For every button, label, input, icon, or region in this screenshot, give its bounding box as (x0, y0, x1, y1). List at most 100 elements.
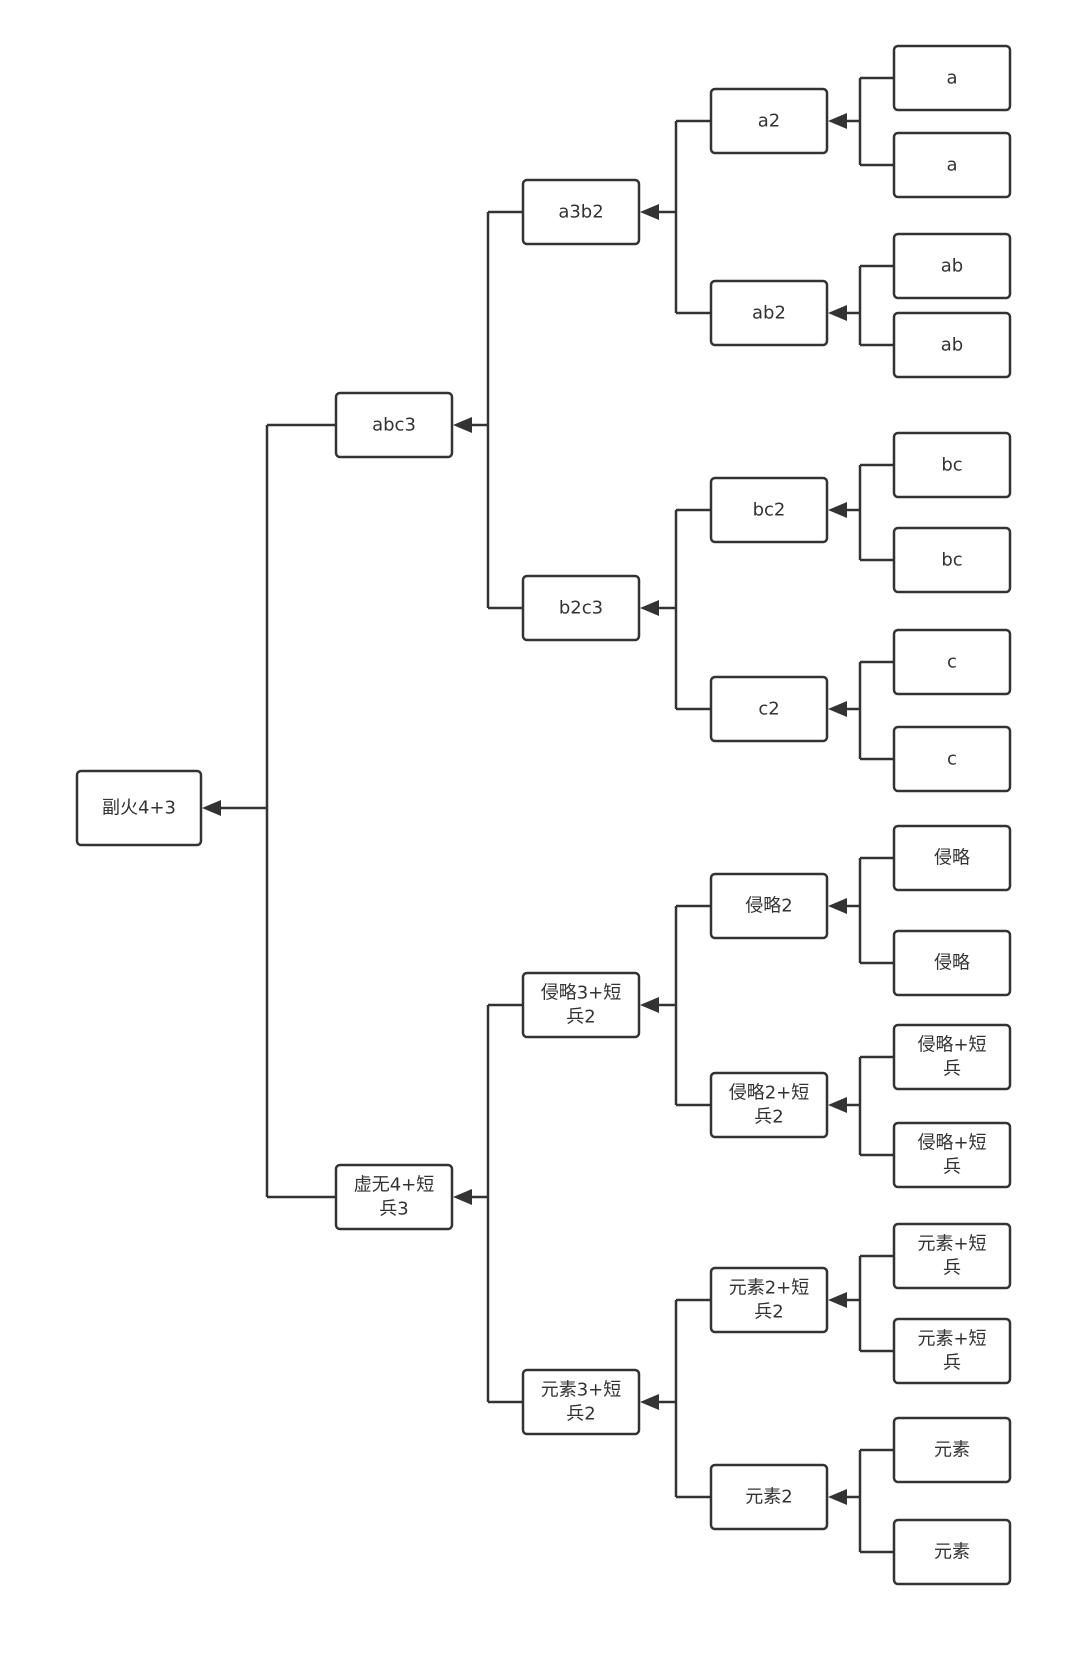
node-label: 兵2 (566, 1007, 595, 1028)
tree-node: 侵略2 (709, 872, 829, 940)
connector (828, 856, 894, 965)
node-label: 兵2 (754, 1107, 783, 1128)
node-label: c (947, 652, 957, 673)
tree-node: a2 (709, 87, 829, 155)
node-box (334, 1163, 454, 1231)
node-label: 侵略2+短 (729, 1083, 810, 1104)
tree-node: ab (892, 311, 1012, 379)
arrowhead (828, 701, 847, 717)
node-label: b2c3 (559, 598, 603, 619)
arrowhead (828, 502, 847, 518)
node-label: 侵略3+短 (541, 983, 622, 1004)
tree-node: c2 (709, 675, 829, 743)
node-box (709, 872, 829, 940)
arrowhead (828, 1489, 847, 1505)
tree-node: 元素3+短兵2 (521, 1368, 641, 1436)
tree-node: c (892, 725, 1012, 793)
connectors (202, 76, 894, 1554)
node-box (892, 929, 1012, 997)
node-label: a (946, 68, 957, 89)
tree-node: 元素 (892, 1416, 1012, 1484)
node-box (892, 232, 1012, 300)
connector (828, 76, 894, 167)
node-label: 元素2+短 (729, 1278, 810, 1299)
node-box (892, 1518, 1012, 1586)
node-label: ab2 (752, 303, 786, 324)
tree-node: 侵略+短兵 (892, 1023, 1012, 1091)
node-label: bc2 (753, 500, 786, 521)
node-box (709, 1266, 829, 1334)
connector (640, 904, 711, 1107)
arrowhead (828, 1097, 847, 1113)
tree-node: 元素+短兵 (892, 1317, 1012, 1385)
connector (828, 1055, 894, 1157)
connector (828, 463, 894, 562)
tree-node: 元素 (892, 1518, 1012, 1586)
connector (828, 1448, 894, 1554)
arrowhead (640, 997, 659, 1013)
tree-node: 元素+短兵 (892, 1222, 1012, 1290)
node-label: 元素 (934, 1440, 970, 1461)
node-label: 兵 (943, 1157, 961, 1178)
node-label: ab (941, 335, 963, 356)
connector (828, 264, 894, 347)
node-box (892, 725, 1012, 793)
node-box (892, 44, 1012, 112)
arrowhead (640, 204, 659, 220)
tree-node: 元素2 (709, 1463, 829, 1531)
node-label: c (947, 749, 957, 770)
arrowhead (640, 600, 659, 616)
tree-node: bc (892, 431, 1012, 499)
connector (640, 119, 711, 315)
tree-node: a3b2 (521, 178, 641, 246)
node-label: 元素2 (745, 1487, 792, 1508)
node-label: 元素+短 (917, 1234, 986, 1255)
arrowhead (202, 800, 221, 816)
node-label: a2 (758, 111, 780, 132)
node-box (709, 87, 829, 155)
node-label: 侵略+短 (917, 1133, 986, 1154)
node-label: 兵 (943, 1353, 961, 1374)
node-box (709, 476, 829, 544)
node-box (75, 769, 203, 847)
node-label: 虚无4+短 (354, 1175, 435, 1196)
tree-node: a (892, 44, 1012, 112)
arrowhead (640, 1394, 659, 1410)
connector (453, 210, 523, 610)
node-box (892, 1121, 1012, 1189)
tree-node: 侵略 (892, 824, 1012, 892)
tree-node: ab (892, 232, 1012, 300)
node-box (521, 971, 641, 1039)
node-label: abc3 (372, 415, 416, 436)
tree-node: bc2 (709, 476, 829, 544)
node-box (892, 1023, 1012, 1091)
node-box (892, 1222, 1012, 1290)
node-box (709, 675, 829, 743)
node-box (892, 1317, 1012, 1385)
connector (828, 1254, 894, 1353)
tree-node: abc3 (334, 391, 454, 459)
node-label: a (946, 155, 957, 176)
tree-node: ab2 (709, 279, 829, 347)
tree-node: c (892, 628, 1012, 696)
node-box (709, 1071, 829, 1139)
connector (453, 1003, 523, 1404)
tree-node: b2c3 (521, 574, 641, 642)
tree-node: 虚无4+短兵3 (334, 1163, 454, 1231)
node-box (521, 574, 641, 642)
node-label: bc (941, 455, 962, 476)
connector (640, 1298, 711, 1499)
tree-node: 侵略3+短兵2 (521, 971, 641, 1039)
node-box (709, 1463, 829, 1531)
node-label: 元素 (934, 1542, 970, 1563)
node-box (892, 526, 1012, 594)
arrowhead (828, 1292, 847, 1308)
node-label: 元素+短 (917, 1329, 986, 1350)
node-label: ab (941, 256, 963, 277)
arrowhead (453, 417, 472, 433)
node-label: 侵略+短 (917, 1035, 986, 1056)
arrowhead (828, 898, 847, 914)
connector (202, 423, 336, 1199)
node-label: 侵略 (934, 848, 970, 869)
